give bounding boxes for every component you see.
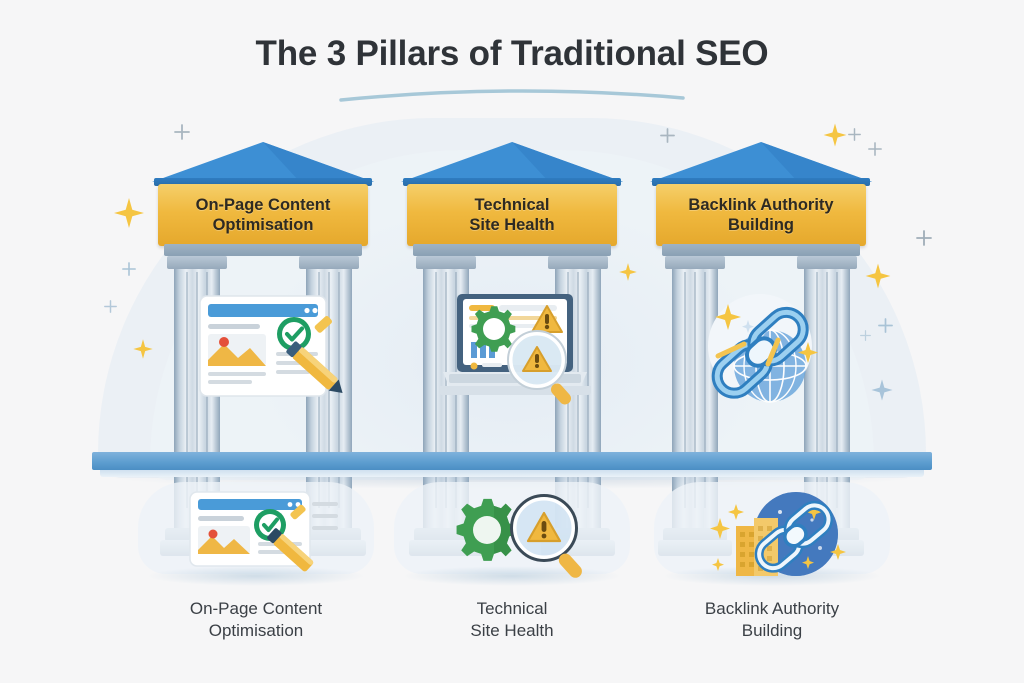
globe-chain-buildings-thumb-icon [710,492,846,576]
pillar-on-page-content-optimisation[interactable]: On-Page Content Optimisation [150,140,376,556]
summary-item-backlink-authority-building[interactable]: Backlink Authority Building [622,480,922,642]
pillar-label: Backlink Authority Building [688,196,834,234]
pillar-label: Technical Site Health [469,196,555,234]
pediment-roof [152,142,374,182]
summary-label: On-Page Content Optimisation [189,599,323,640]
pillar-label: On-Page Content Optimisation [195,196,331,234]
entablature [662,244,860,256]
summary-label: Technical Site Health [470,599,554,640]
browser-content-check-pencil-thumb-icon [189,491,338,572]
summary-label: Backlink Authority Building [704,599,840,640]
plus-sparkle-icon [916,230,932,246]
chain-link-globe-icon [708,294,818,403]
pillar-label-band: On-Page Content Optimisation [158,184,368,246]
entablature [164,244,362,256]
pediment-trim [403,178,621,186]
pediment-roof [401,142,623,182]
browser-content-check-pencil-icon [199,295,343,397]
title-underline [339,89,685,102]
pillar-technical-site-health[interactable]: Technical Site Health [399,140,625,556]
plus-sparkle-icon [174,124,190,140]
page-title: The 3 Pillars of Traditional SEO [255,34,769,73]
pediment-trim [652,178,870,186]
summary-item-on-page-content-optimisation[interactable]: On-Page Content Optimisation [106,480,406,642]
pillar-platform-edge [100,470,924,477]
plus-sparkle-icon [122,262,136,276]
thumb-shadow [146,566,366,586]
laptop-gear-warning-magnifier-icon [439,294,591,405]
plus-sparkle-icon [104,300,117,313]
star-sparkle-icon [114,198,144,228]
gear-magnifier-warning-thumb-icon [456,494,582,578]
pediment-roof [650,142,872,182]
pillar-label-band: Technical Site Health [407,184,617,246]
summary-item-technical-site-health[interactable]: Technical Site Health [362,480,662,642]
pediment-trim [154,178,372,186]
entablature [413,244,611,256]
pillar-platform [92,452,932,470]
pillar-backlink-authority-building[interactable]: Backlink Authority Building [648,140,874,556]
pillar-label-band: Backlink Authority Building [656,184,866,246]
